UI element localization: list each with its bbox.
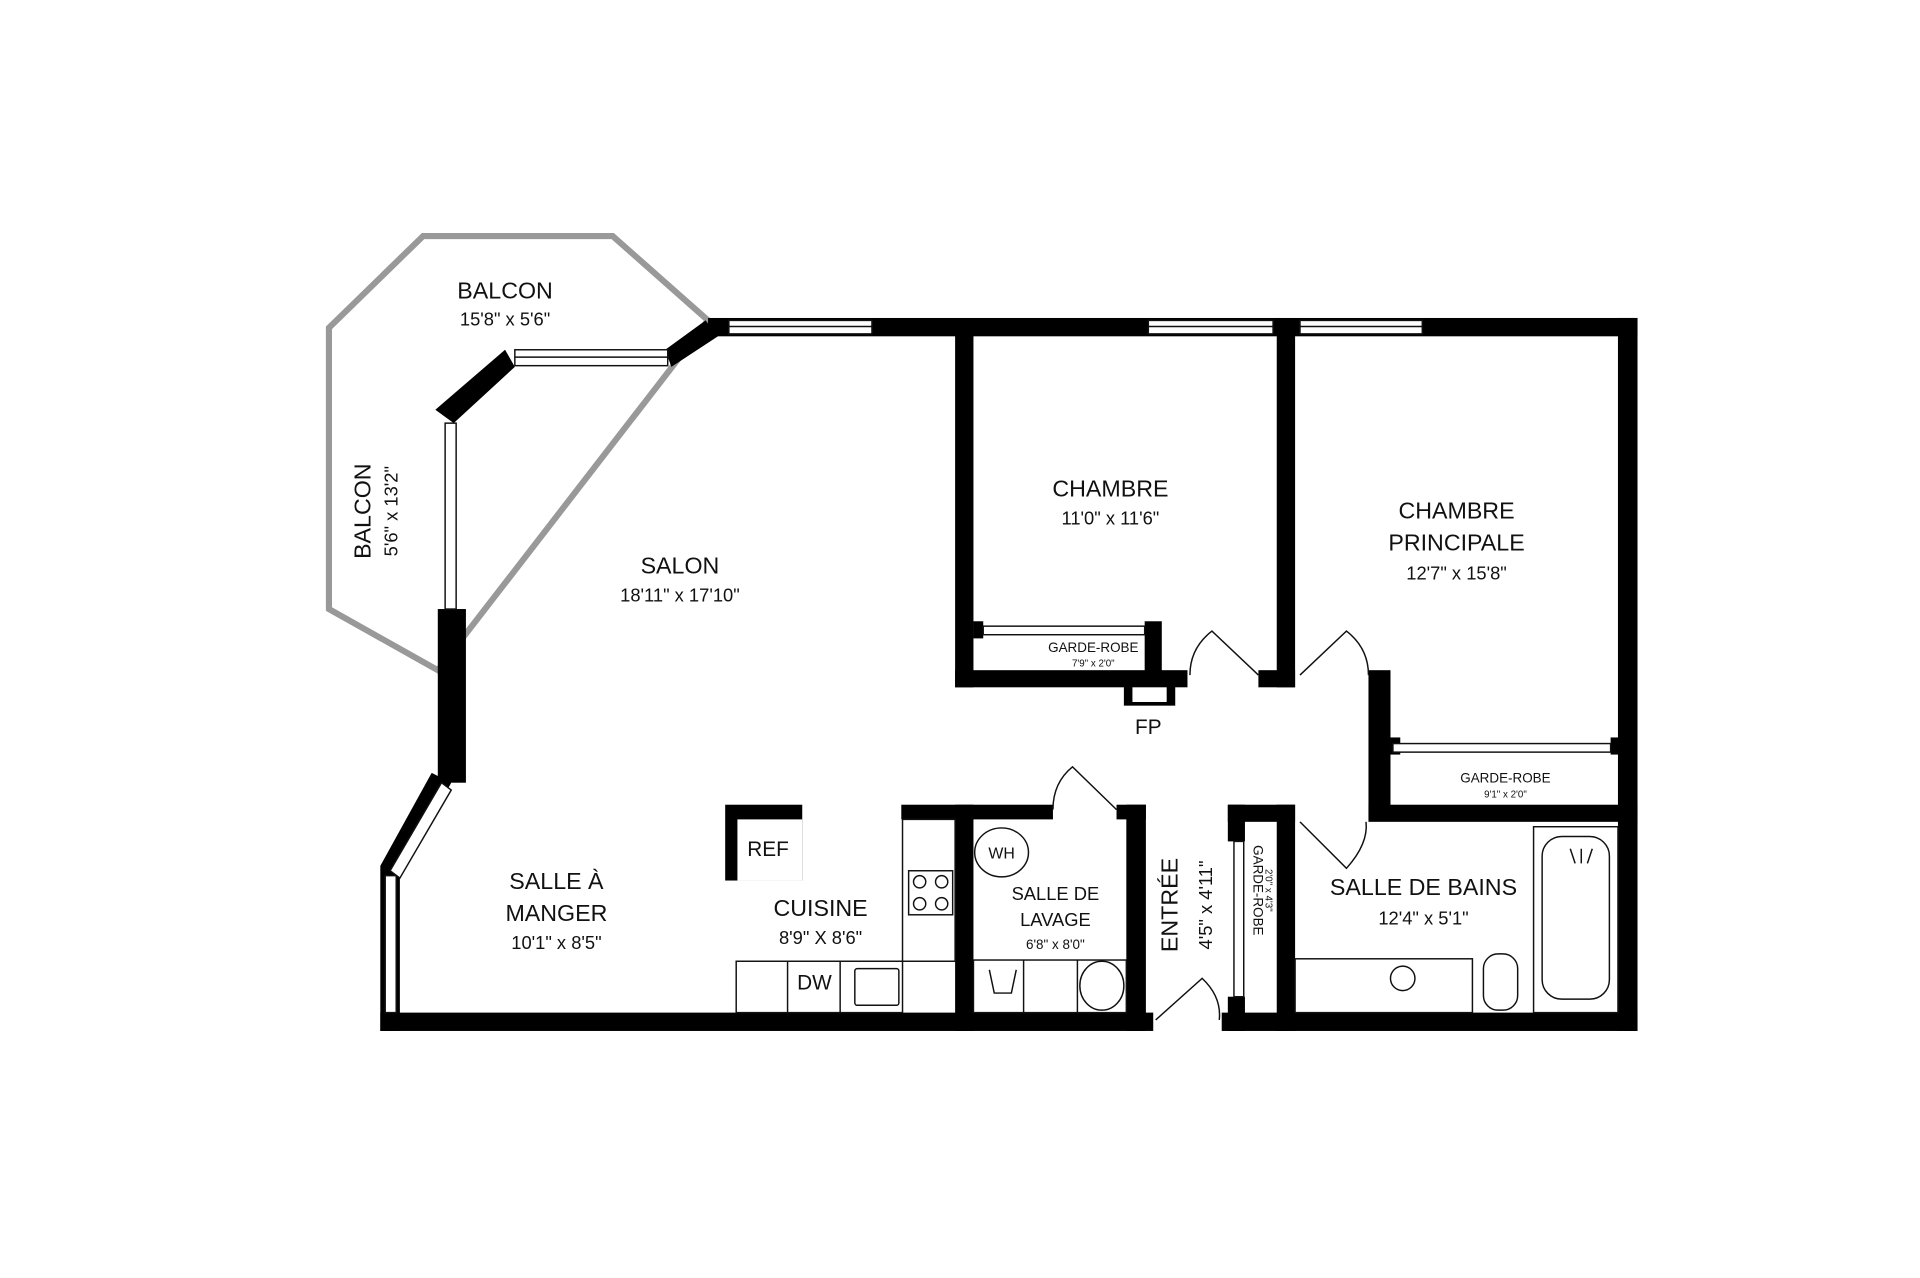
walls [380, 317, 1638, 1031]
garde-robe-principale-label: GARDE-ROBE [1460, 771, 1550, 786]
garde-robe-chambre-dim: 7'9" x 2'0" [1072, 659, 1115, 670]
chambre-principale-label-2: PRINCIPALE [1388, 529, 1524, 555]
doors [1052, 630, 1370, 1021]
salle-de-lavage-label-1: SALLE DE [1012, 883, 1100, 904]
cuisine-dim: 8'9" X 8'6" [779, 927, 862, 948]
cuisine-label: CUISINE [773, 895, 867, 921]
salle-a-manger-label-2: MANGER [505, 900, 607, 926]
garde-robe-entree-label: GARDE-ROBE [1251, 845, 1266, 935]
salle-de-lavage-dim: 6'8" x 8'0" [1026, 937, 1085, 952]
salle-de-lavage-label-2: LAVAGE [1020, 909, 1091, 930]
chambre-label: CHAMBRE [1052, 476, 1168, 502]
garde-robe-chambre-label: GARDE-ROBE [1048, 640, 1138, 655]
chambre-dim: 11'0" x 11'6" [1062, 508, 1160, 529]
entree-label: ENTRÉE [1157, 858, 1183, 952]
salle-a-manger-label-1: SALLE À [509, 868, 604, 894]
salon-dim: 18'11" x 17'10" [620, 585, 740, 606]
refrigerator-label: REF [747, 838, 789, 861]
garde-robe-entree-dim: 2'0" x 4'3" [1263, 869, 1274, 912]
water-heater-label: WH [988, 846, 1014, 863]
fireplace-label: FP [1135, 716, 1162, 739]
water-heater [973, 827, 1030, 878]
entree-dim: 4'5" x 4'11" [1195, 861, 1216, 950]
balcon-top-label: BALCON [457, 277, 552, 303]
salle-a-manger-dim: 10'1" x 8'5" [511, 932, 601, 953]
windows [384, 319, 1612, 1014]
balcon-side-dim: 5'6" x 13'2" [380, 466, 401, 556]
dishwasher-label: DW [797, 971, 832, 994]
garde-robe-principale-dim: 9'1" x 2'0" [1484, 789, 1527, 800]
salle-de-bains-label: SALLE DE BAINS [1330, 874, 1517, 900]
room-labels: BALCON 15'8" x 5'6" BALCON 5'6" x 13'2" … [350, 277, 1551, 994]
fixtures [735, 818, 1619, 1014]
balcon-top-dim: 15'8" x 5'6" [460, 308, 550, 329]
chambre-principale-dim: 12'7" x 15'8" [1406, 563, 1507, 584]
salon-label: SALON [641, 553, 720, 579]
chambre-principale-label-1: CHAMBRE [1398, 498, 1514, 524]
balcon-side-label: BALCON [350, 463, 376, 558]
salle-de-bains-dim: 12'4" x 5'1" [1378, 908, 1468, 929]
